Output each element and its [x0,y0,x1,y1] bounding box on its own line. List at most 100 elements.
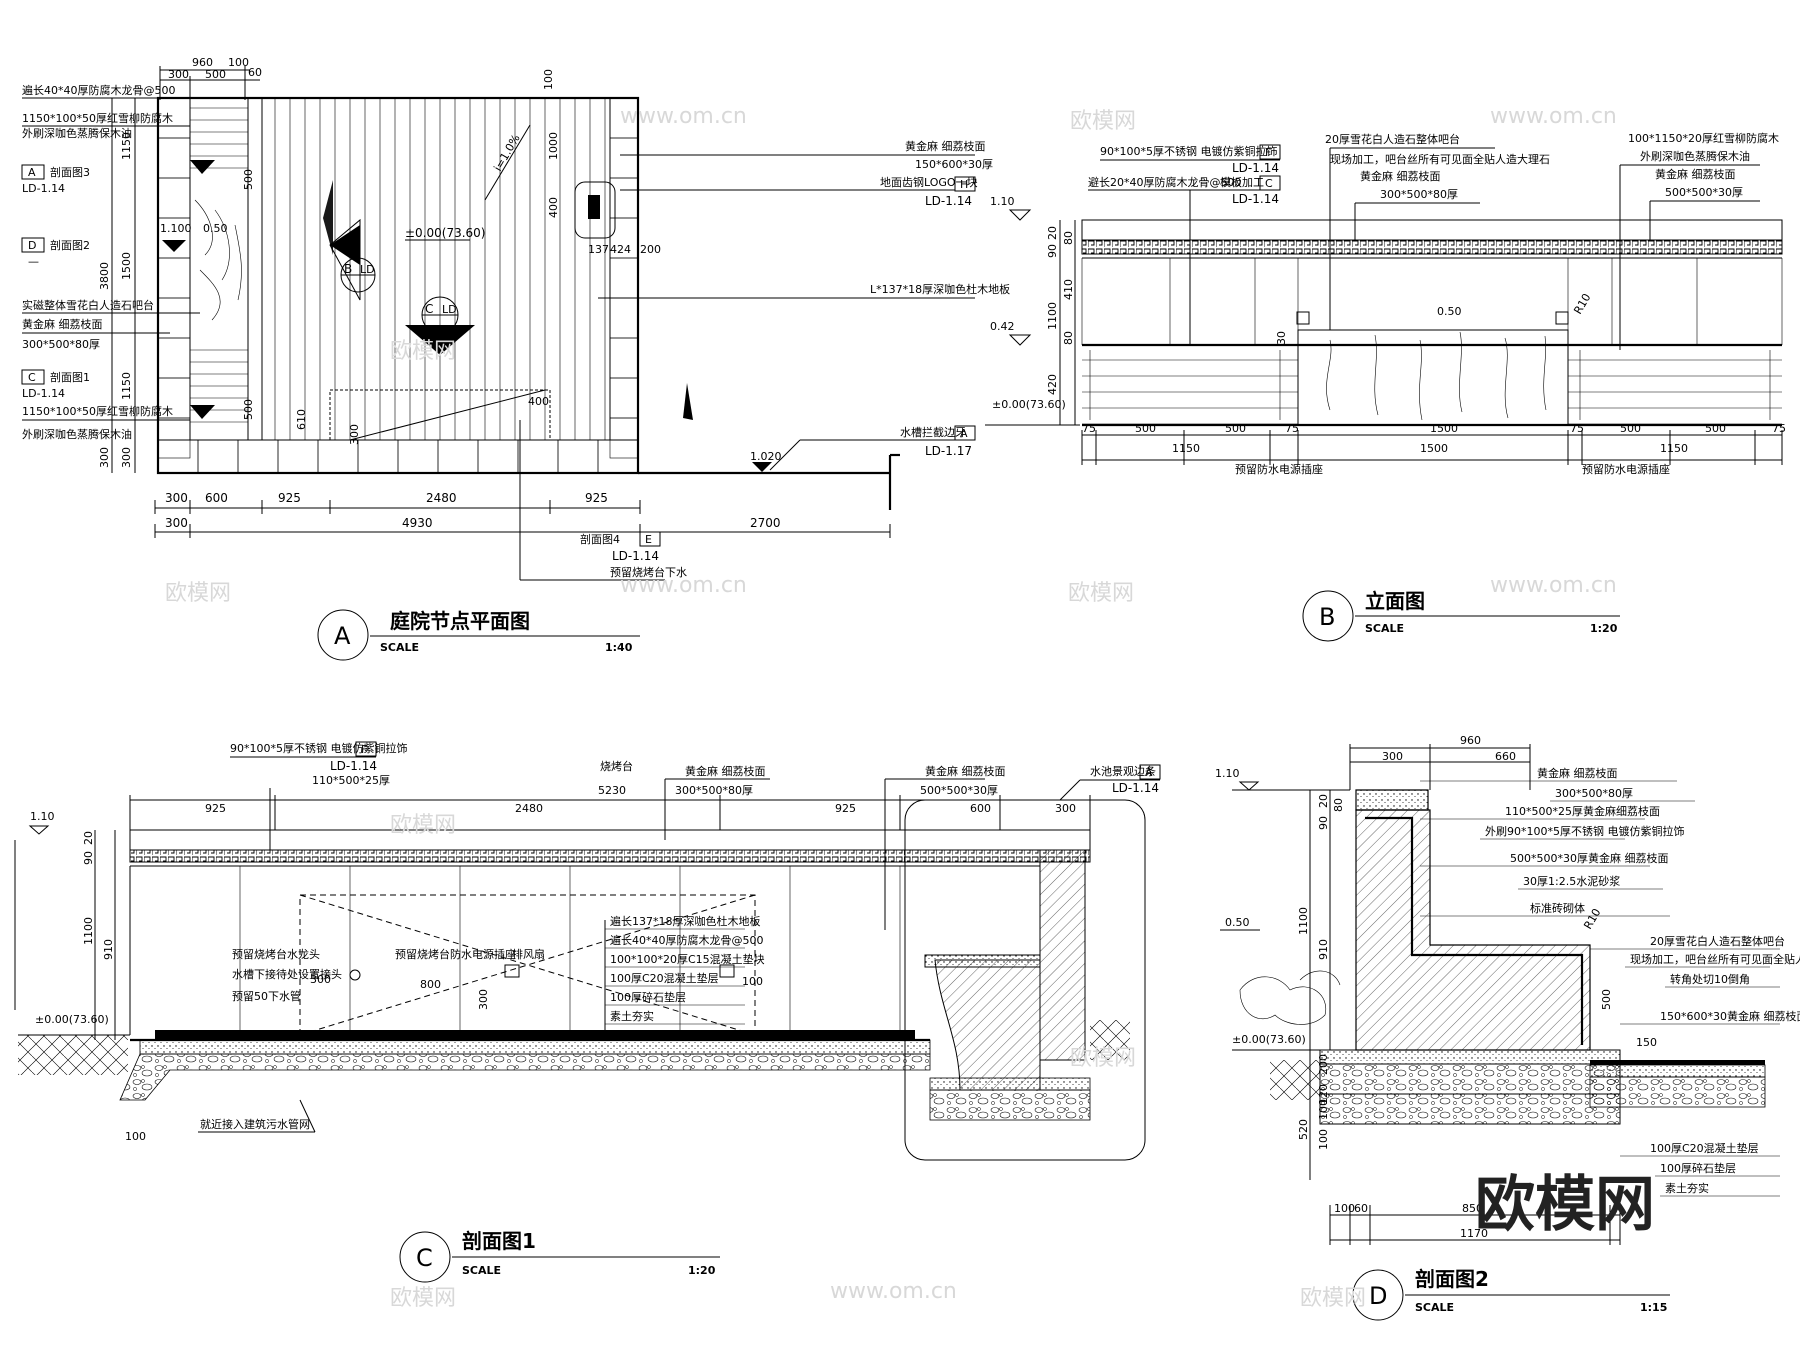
d-note-4: 500*500*30厚黄金麻 细荔枝面 [1510,851,1668,865]
d-vdim-3: 1100 [1297,907,1310,935]
d-vdim-11: 100 [1317,1129,1330,1150]
strip-cell [609,337,639,379]
watermarks: 欧模网 欧模网 欧模网 欧模网 欧模网 欧模网 欧模网 欧模网 www.om.c… [165,104,1655,1311]
a-top-dim-1: 300 [168,68,189,81]
c-tnote-3: 5230 [598,784,626,797]
d-vdim-0: 20 [1317,794,1330,808]
c-mnote-0: 预留烧烤台防水电源插座 [395,947,516,961]
d-vdim-7: 200 [1317,1054,1330,1075]
c-mnote-1: 排风扇 [512,947,545,961]
c-tnote-1: 110*500*25厚 [312,774,390,787]
c-lnote-0: 预留烧烤台水龙头 [232,947,320,961]
a-title: 庭院节点平面图 [390,609,530,633]
a-ldim-9: 500 [242,399,255,420]
a-lnote-1: 1150*100*50厚红雪柳防腐木 [22,111,173,125]
a-lnote-3: 剖面图3 [50,165,90,179]
c-scale-label: SCALE [462,1264,501,1277]
wm-site-1: www.om.cn [620,104,747,129]
a-lnote-2: 外刷深咖色蒸腾保木油 [22,126,132,140]
b-hdim1-5: 75 [1570,422,1584,435]
right-strip [157,97,639,459]
c-dim-2: 300 [477,989,490,1010]
a-rdim-3: 137 [588,243,609,256]
d-vdim-5: 500 [1600,989,1613,1010]
a-top-dim-4: 60 [248,66,262,79]
d-note-10: 150*600*30黄金麻 细荔枝面 [1660,1009,1800,1023]
wm-brand-6: 欧模网 [1070,1046,1136,1071]
a-ldim-0: 300 [98,447,111,468]
b-scale-label: SCALE [1365,622,1404,635]
d-note-13: 素土夯实 [1665,1181,1709,1195]
c-inote-0: 遍长137*18厚深咖色杜木地板 [610,914,761,928]
a-bdim1-2: 925 [278,491,301,505]
paver-cell [397,439,439,474]
a-elev-right: 1.020 [750,450,782,463]
c-vdim-0: 20 [82,831,95,845]
d-note-6: 标准砖砌体 [1530,901,1585,915]
a-ldim-7: 500 [242,169,255,190]
strip-cell [157,257,191,299]
a-ldim-11: 300 [348,424,361,445]
c-inote-4: 100厚碎石垫层 [610,990,686,1004]
a-sheet-ref-prefix: 剖面图4 [580,532,620,546]
a-scale-label: SCALE [380,641,419,654]
b-vdim-1: 80 [1062,231,1075,245]
bubble-b-letter: B [344,262,352,276]
b-vdim-7: 420 [1046,374,1059,395]
wm-brand-big: 欧模网 [1475,1170,1655,1240]
a-ref-2-letter: C [28,371,36,384]
wm-brand-3: 欧模网 [165,581,231,606]
d-title-letter: D [1369,1282,1387,1310]
b-note-8: 外刷深咖色蒸腾保木油 [1640,149,1750,163]
d-note-3: 外刷90*100*5厚不锈钢 电镀仿紫铜拉饰 [1485,824,1685,838]
a-ref-2-sheet: LD-1.14 [22,387,65,400]
c-vdim-3: 910 [102,939,115,960]
b-hdim1-1: 500 [1135,422,1156,435]
wm-brand-4: 欧模网 [1068,581,1134,606]
b-hdim2-0: 1150 [1172,442,1200,455]
c-hdim-1: 2480 [515,802,543,815]
b-bnote-1: 预留防水电源插座 [1582,462,1670,476]
a-lnote-9: 1150*100*50厚红雪柳防腐木 [22,404,173,418]
panel-a-plan: 960 300 500 100 60 B LD [21,56,1010,661]
strip-cell [157,337,191,379]
b-hdim1-0: 75 [1082,422,1096,435]
c-tnote-0: 90*100*5厚不锈钢 电镀仿紫铜拉饰 [230,741,408,755]
c-elev-top: 1.10 [30,810,55,823]
b-hdim1-2: 500 [1225,422,1246,435]
b-note-4: 现场加工，吧台丝所有可见面全贴人造大理石 [1330,152,1550,166]
a-elev-slab: 0.50 [203,222,228,235]
b-hdim1-4: 1500 [1430,422,1458,435]
wm-site-2: www.om.cn [1490,104,1617,129]
c-tnote-4: 黄金麻 细荔枝面 [685,764,766,778]
b-note-10: 500*500*30厚 [1665,186,1743,199]
a-bdim1-4: 925 [585,491,608,505]
c-dim-1: 800 [420,978,441,991]
c-ref-1-sheet: LD-1.14 [1112,781,1159,795]
strip-cell [609,257,639,299]
b-hdim1-8: 75 [1772,422,1786,435]
wm-brand-2: 欧模网 [1070,109,1136,134]
panel-c-section1: 925 2480 925 600 300 1.10 [14,741,1161,1283]
paver-cell [437,439,479,474]
wm-site-4: www.om.cn [1490,573,1617,598]
c-title: 剖面图1 [462,1229,536,1253]
b-note-1: 避长20*40厚防腐木龙骨@500 [1088,175,1242,189]
a-lnote-5: 实磁整体雪花白人造石吧台 [22,298,154,312]
d-note-1: 300*500*80厚 [1555,787,1633,800]
d-title: 剖面图2 [1415,1267,1489,1291]
a-slope: i=1.0% [491,132,522,173]
b-slab-elev: 0.50 [1437,305,1462,318]
a-rdim-0: 100 [542,69,555,90]
a-ref-1-letter: D [28,239,36,252]
a-ref-4-sheet: LD-1.17 [925,444,972,458]
d-vdim-8: 120 [1317,1084,1330,1105]
d-hdim-3: 1170 [1460,1227,1488,1240]
c-scale: 1:20 [688,1264,716,1277]
c-hdim-0: 925 [205,802,226,815]
strip-cell [609,297,639,339]
d-note-2: 110*500*25厚黄金麻细荔枝面 [1505,804,1660,818]
c-inote-1: 遍长40*40厚防腐木龙骨@500 [610,933,764,947]
a-title-letter: A [334,622,351,650]
c-dim-3: 100 [742,975,763,988]
